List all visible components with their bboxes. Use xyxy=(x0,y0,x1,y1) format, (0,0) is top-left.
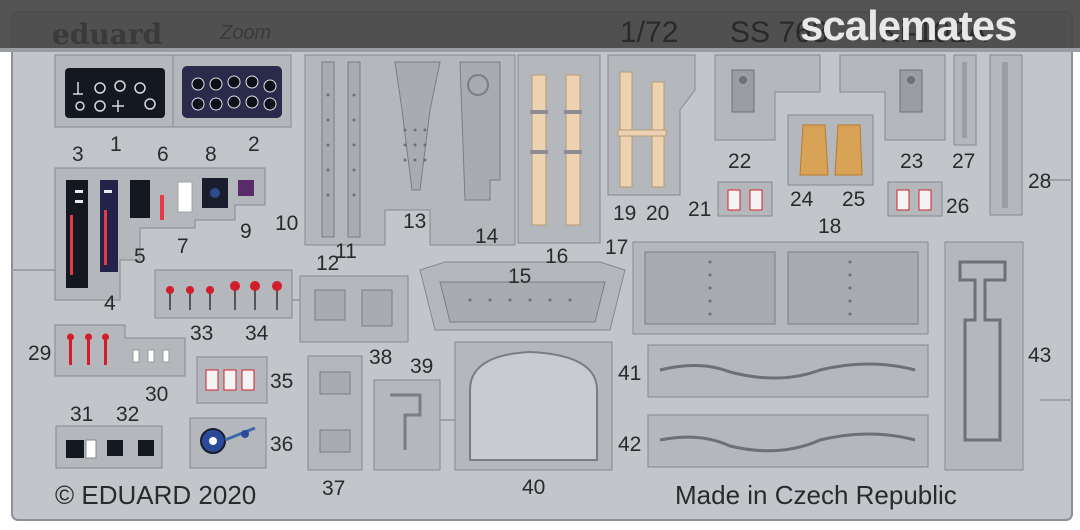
part-number-label: 32 xyxy=(116,403,140,426)
set-code: SS 763 xyxy=(730,16,829,49)
part-number-label: 28 xyxy=(1028,170,1052,193)
scale-label: 1/72 xyxy=(620,16,679,49)
part-number-label: 15 xyxy=(508,265,532,288)
part-2-instrument-panel xyxy=(172,54,292,128)
part-number-label: 27 xyxy=(952,150,976,173)
part-29-30-levers xyxy=(54,324,186,377)
part-number-label: 38 xyxy=(369,346,393,369)
part-number-label: 14 xyxy=(475,225,499,248)
part-number-label: 20 xyxy=(646,202,670,225)
subject-name: Ki-102A xyxy=(880,16,987,49)
part-number-label: 24 xyxy=(790,188,814,211)
part-27-28-strips xyxy=(953,54,1023,216)
part-number-label: 7 xyxy=(177,235,189,258)
part-number-label: 2 xyxy=(248,133,260,156)
part-12-38-brackets xyxy=(299,275,409,343)
part-number-label: 9 xyxy=(240,220,252,243)
origin-label: Made in Czech Republic xyxy=(675,480,957,510)
sub-brand-logo: Zoom xyxy=(220,22,272,44)
part-number-label: 23 xyxy=(900,150,924,173)
brand-logo: eduard xyxy=(52,18,163,51)
part-1-instrument-panel xyxy=(54,54,174,128)
part-16-seat-belts xyxy=(517,54,601,244)
part-17-18-side-panels xyxy=(632,241,929,335)
part-number-label: 34 xyxy=(245,322,269,345)
part-number-label: 5 xyxy=(134,245,146,268)
watermark: scalemates xyxy=(800,2,1018,50)
part-number-label: 18 xyxy=(818,215,842,238)
part-42-cable xyxy=(647,414,929,468)
part-number-label: 30 xyxy=(145,383,169,406)
part-21-placards xyxy=(717,181,773,217)
part-number-label: 22 xyxy=(728,150,752,173)
part-number-label: 19 xyxy=(613,202,637,225)
part-number-label: 39 xyxy=(410,355,434,378)
part-number-label: 12 xyxy=(316,252,340,275)
part-10-14-seat-frame xyxy=(304,54,516,246)
part-40-headrest xyxy=(454,341,613,471)
part-33-34-levers xyxy=(154,269,293,319)
part-number-label: 4 xyxy=(104,292,116,315)
part-number-label: 36 xyxy=(270,433,294,456)
part-43-frame xyxy=(944,241,1024,471)
part-31-32-knobs xyxy=(55,425,163,469)
header-bar xyxy=(0,0,1080,52)
part-24-25-pads xyxy=(787,114,874,186)
part-number-label: 17 xyxy=(605,236,629,259)
part-number-label: 26 xyxy=(946,195,970,218)
part-22-buckle xyxy=(714,54,821,141)
part-number-label: 37 xyxy=(322,477,346,500)
part-number-label: 41 xyxy=(618,362,642,385)
copyright: © EDUARD 2020 xyxy=(55,480,257,510)
part-23-buckle xyxy=(839,54,946,141)
part-number-label: 31 xyxy=(70,403,94,426)
part-15-floor-panel xyxy=(419,261,626,331)
part-number-label: 1 xyxy=(110,133,122,156)
part-36-trim-wheel xyxy=(189,417,267,469)
part-number-label: 11 xyxy=(335,240,357,263)
part-number-label: 10 xyxy=(275,212,299,235)
part-number-label: 29 xyxy=(28,342,52,365)
part-number-label: 16 xyxy=(545,245,569,268)
part-number-label: 40 xyxy=(522,476,546,499)
watermark-text: scalemates xyxy=(800,2,1018,49)
part-number-label: 35 xyxy=(270,370,294,393)
part-number-label: 42 xyxy=(618,433,642,456)
part-number-label: 6 xyxy=(157,143,169,166)
part-41-cable xyxy=(647,344,929,398)
part-number-label: 43 xyxy=(1028,344,1052,367)
part-26-placards xyxy=(887,181,943,217)
part-number-label: 25 xyxy=(842,188,866,211)
part-19-20-seat-belts xyxy=(607,54,696,196)
part-number-label: 33 xyxy=(190,322,214,345)
part-number-label: 8 xyxy=(205,143,217,166)
part-number-label: 21 xyxy=(688,198,712,221)
part-3-9-panel-strip xyxy=(54,167,266,301)
part-39-bracket xyxy=(373,379,441,471)
part-number-label: 3 xyxy=(72,143,84,166)
part-number-label: 13 xyxy=(403,210,427,233)
part-35-placards xyxy=(196,356,268,404)
part-37-bracket xyxy=(307,355,363,471)
